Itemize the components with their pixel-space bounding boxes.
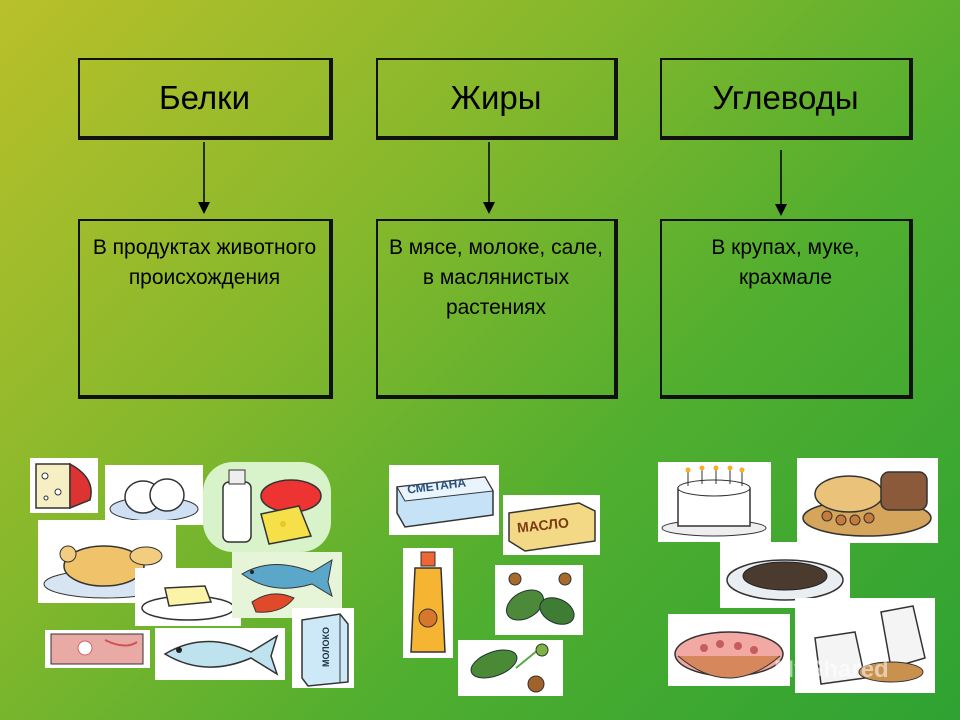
- oil-bottle-image: [403, 548, 453, 658]
- header-fats: Жиры: [376, 58, 618, 140]
- bread-basket-image: [797, 458, 938, 543]
- arrow-fats: [483, 142, 495, 214]
- arrow-carbohydrates: [775, 150, 787, 216]
- cheese-image: [30, 458, 98, 513]
- meat-image: [45, 630, 150, 668]
- hazelnut-leaves-image: [495, 565, 583, 635]
- butter-plate-image: [135, 568, 241, 626]
- butter-pack-image: МАСЛО: [503, 495, 600, 555]
- desc-carbohydrates: В крупах, муке, крахмале: [660, 219, 913, 399]
- sour-cream-image: СМЕТАНА: [389, 465, 499, 535]
- desc-fats: В мясе, молоке, сале, в маслянистых раст…: [376, 219, 618, 399]
- buckwheat-plate-image: [720, 542, 850, 608]
- moloko-label: МОЛОКО: [321, 626, 332, 668]
- milk-carton-image: МОЛОКО: [292, 608, 354, 688]
- cake-image: [658, 462, 771, 542]
- flour-bags-image: [795, 598, 935, 693]
- nut-branch-image: [458, 640, 563, 696]
- pasta-bowl-image: [668, 614, 790, 686]
- header-carbohydrates: Углеводы: [660, 58, 913, 140]
- header-proteins: Белки: [78, 58, 333, 140]
- watermark: MyShared: [774, 656, 889, 683]
- milk-bottle-image: [203, 462, 331, 552]
- eggs-image: [105, 465, 203, 525]
- fish-crayfish-image: [232, 552, 342, 618]
- fish-image: [155, 628, 285, 680]
- desc-proteins: В продуктах животного происхождения: [78, 219, 333, 399]
- arrow-proteins: [198, 142, 210, 214]
